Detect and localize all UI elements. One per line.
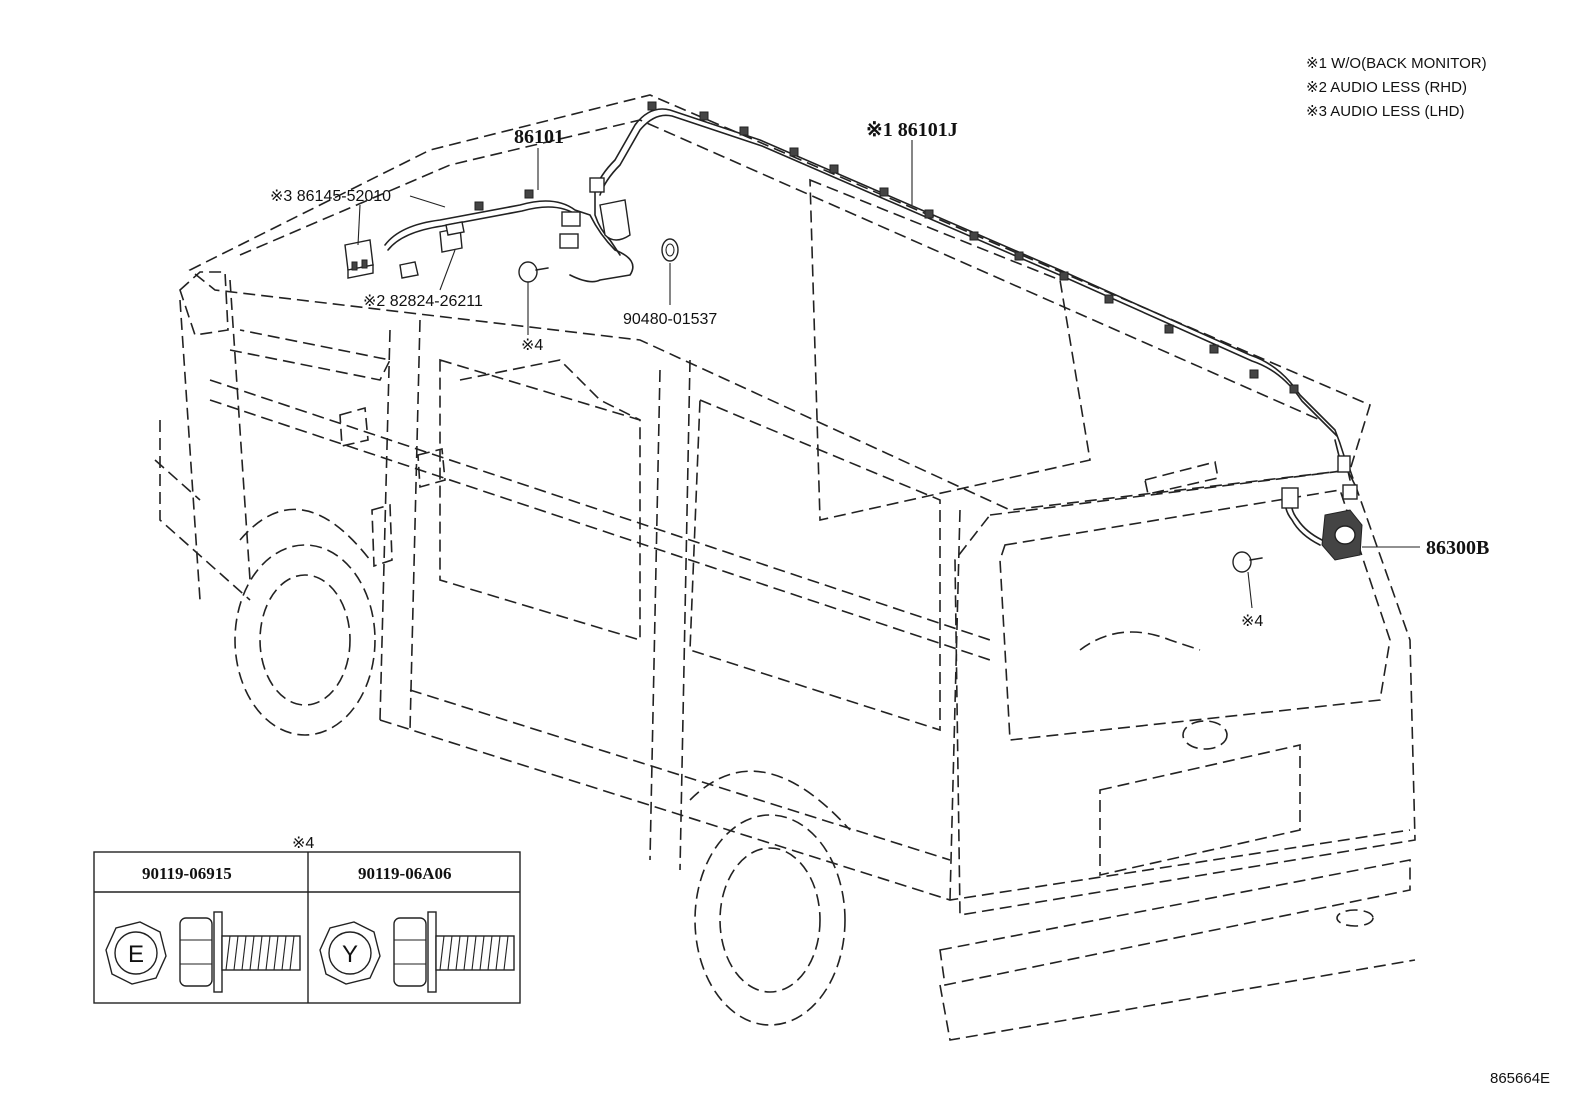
label-86101: 86101 — [514, 126, 564, 148]
leader-lines — [357, 140, 1420, 609]
wire-harness — [384, 101, 1358, 500]
label-ref4-rear: ※4 — [1241, 613, 1263, 630]
bolt-90119-06A06: Y — [319, 911, 515, 993]
bolt-col-1-part-no: 90119-06915 — [142, 864, 232, 883]
bolt-col-2-part-no: 90119-06A06 — [358, 864, 452, 883]
note-1: ※1 W/O(BACK MONITOR) — [1306, 55, 1487, 72]
label-90480-01537: 90480-01537 — [623, 311, 717, 328]
label-86101j: ※1 86101J — [866, 119, 958, 141]
bolt-mark-Y: Y — [342, 941, 358, 968]
figure-id: 865664E — [1490, 1070, 1550, 1087]
bolt-table-ref: ※4 — [292, 835, 314, 852]
part-82824-26211 — [439, 221, 465, 253]
van-body — [154, 94, 1416, 1041]
bolt-table: ※4 90119-06915 90119-06A06 E — [93, 835, 521, 1004]
label-ref4-front: ※4 — [521, 337, 543, 354]
bolt-mark-E: E — [128, 941, 144, 968]
note-2: ※2 AUDIO LESS (RHD) — [1306, 79, 1467, 96]
label-86145-52010: ※3 86145-52010 — [270, 188, 391, 205]
bolt-front — [518, 261, 549, 283]
part-86300B — [1281, 487, 1363, 561]
note-3: ※3 AUDIO LESS (LHD) — [1306, 103, 1464, 120]
bolt-90119-06915: E — [105, 911, 301, 993]
label-82824-26211: ※2 82824-26211 — [363, 293, 483, 310]
part-86145-52010 — [344, 239, 419, 279]
bolt-rear — [1232, 551, 1263, 573]
label-86300b: 86300B — [1426, 537, 1489, 559]
part-90480-01537 — [661, 238, 679, 262]
